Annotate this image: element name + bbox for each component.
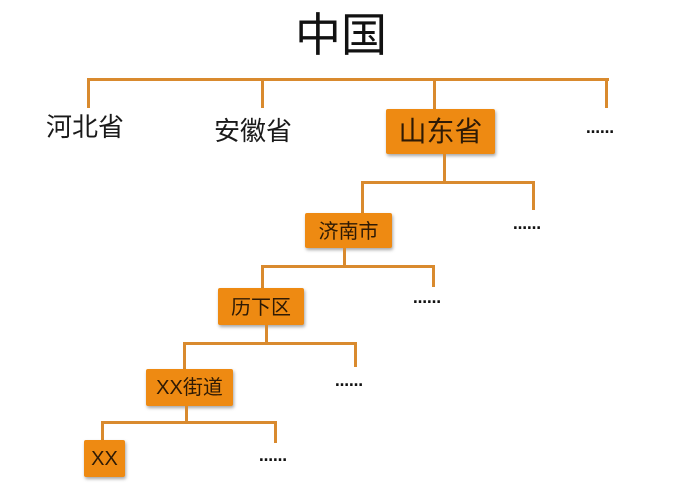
connector-l2-horizontal xyxy=(361,181,535,184)
node-lixia: 历下区 xyxy=(218,288,304,325)
connector-l5-horizontal xyxy=(101,421,277,424)
node-street-label: XX街道 xyxy=(156,376,223,399)
node-xx: XX xyxy=(84,440,125,477)
node-shandong: 山东省 xyxy=(386,109,495,154)
connector-l4-horizontal xyxy=(183,342,357,345)
ellipsis-l3: …… xyxy=(413,291,441,307)
connector-l5-xx xyxy=(101,421,104,440)
node-jinan: 济南市 xyxy=(305,213,392,248)
connector-l1-anhui xyxy=(261,78,264,108)
node-hebei: 河北省 xyxy=(46,113,125,143)
connector-l1-more xyxy=(605,78,608,108)
node-anhui: 安徽省 xyxy=(214,117,293,147)
connector-l5-more xyxy=(274,421,277,443)
connector-l1-horizontal xyxy=(87,78,609,81)
connector-shandong-down xyxy=(443,154,446,182)
connector-l2-more xyxy=(532,181,535,210)
ellipsis-l4: …… xyxy=(335,374,363,390)
connector-l3-lixia xyxy=(261,265,264,288)
ellipsis-l2: …… xyxy=(513,217,541,233)
connector-l4-more xyxy=(354,342,357,367)
root-node-china: 中国 xyxy=(295,8,387,62)
connector-l3-more xyxy=(432,265,435,287)
connector-l3-horizontal xyxy=(261,265,435,268)
connector-l4-street xyxy=(183,342,186,369)
connector-l1-shandong xyxy=(433,78,436,109)
connector-l1-hebei xyxy=(87,78,90,108)
ellipsis-l1: …… xyxy=(586,121,614,137)
connector-street-down xyxy=(185,406,188,422)
ellipsis-l5: …… xyxy=(259,449,287,465)
connector-l2-jinan xyxy=(361,181,364,213)
node-street: XX街道 xyxy=(146,369,233,406)
node-xx-label: XX xyxy=(91,447,118,470)
connector-jinan-down xyxy=(343,248,346,266)
connector-lixia-down xyxy=(265,325,268,343)
